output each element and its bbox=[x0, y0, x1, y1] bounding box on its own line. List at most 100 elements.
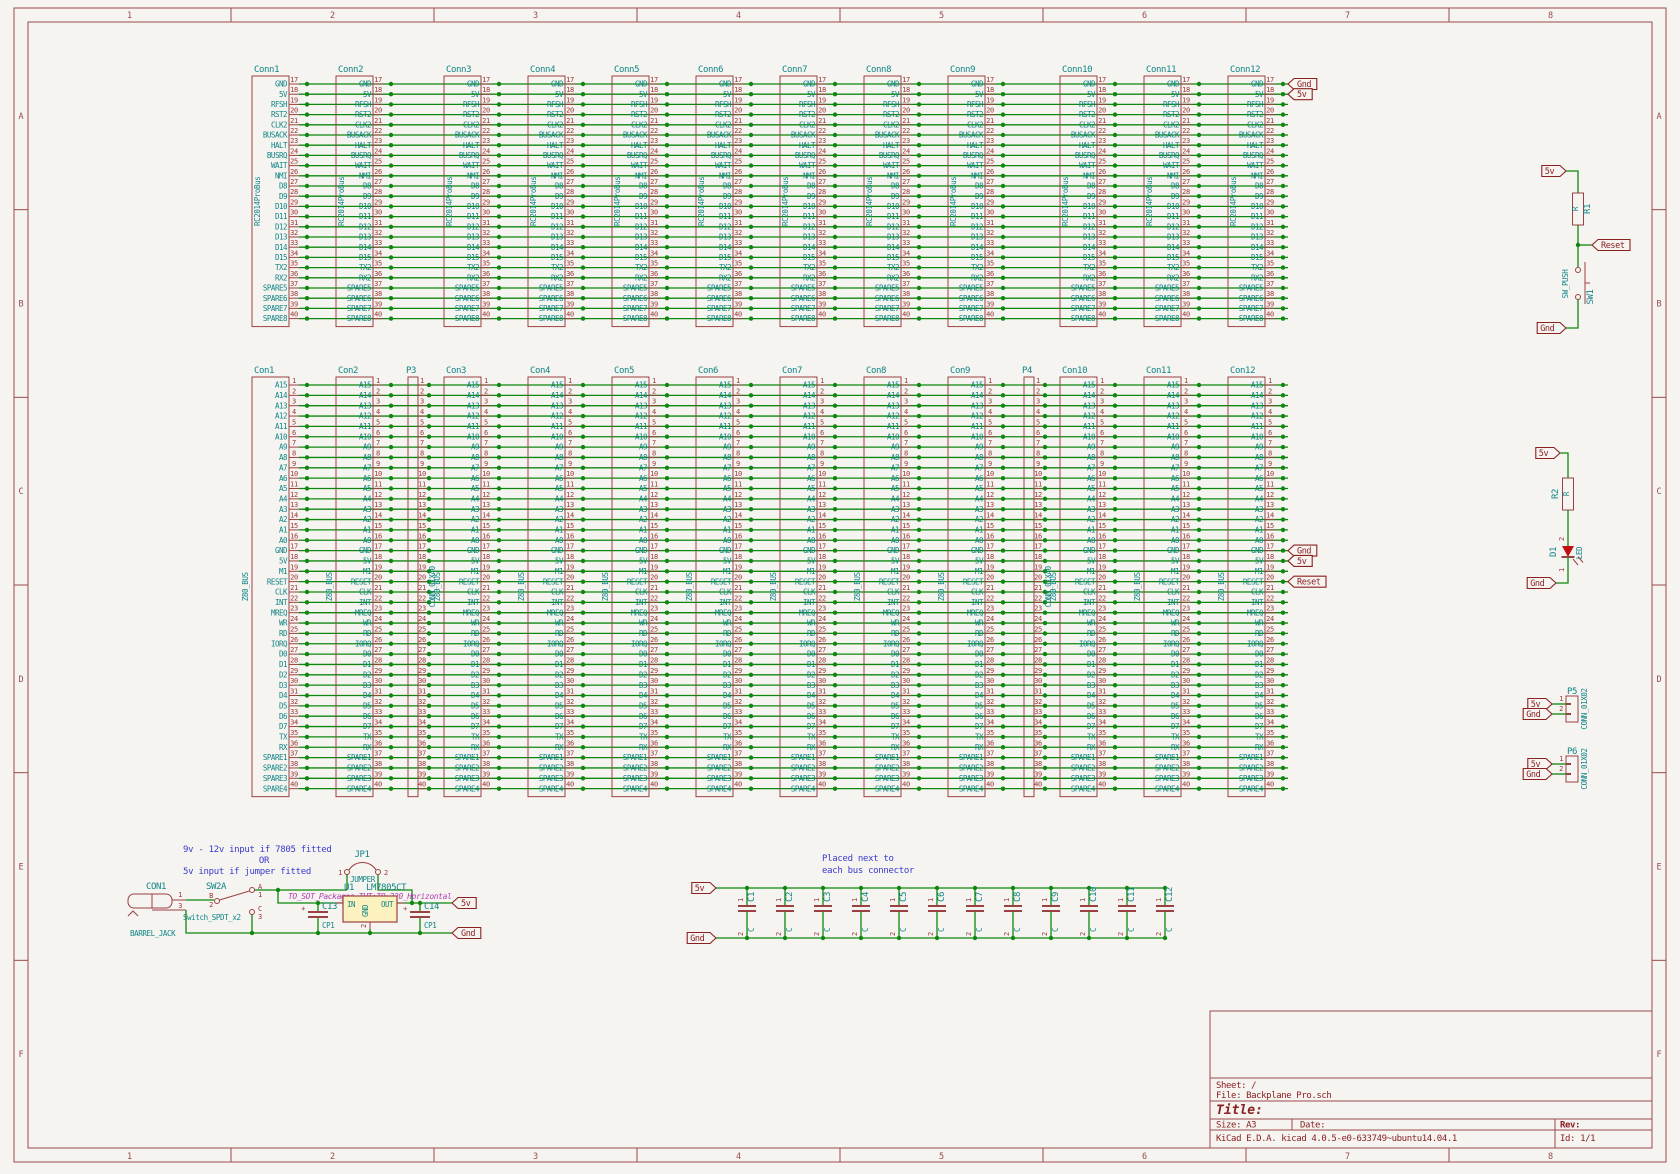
pin-number: 6 bbox=[988, 429, 992, 437]
junction-dot bbox=[1112, 776, 1118, 781]
pin-number: 33 bbox=[1098, 708, 1106, 716]
pin-number: 32 bbox=[734, 698, 742, 706]
pin-number: 32 bbox=[482, 698, 490, 706]
pin-number: 3 bbox=[904, 398, 908, 406]
pin-name: SPARE1 bbox=[959, 753, 983, 762]
pin-name: D7 bbox=[471, 722, 479, 731]
pin-number: 11 bbox=[290, 481, 298, 489]
pin-name: D12 bbox=[719, 222, 731, 231]
pin-name: RX2 bbox=[1083, 273, 1095, 282]
pin-number: 14 bbox=[986, 512, 994, 520]
pin-name: NMI bbox=[275, 171, 287, 180]
pin-name: D15 bbox=[719, 253, 731, 262]
pin-number: 33 bbox=[1266, 708, 1274, 716]
connector-ref: Conn11 bbox=[1146, 65, 1176, 75]
pin-number: 35 bbox=[1034, 729, 1042, 737]
pin-name: A11 bbox=[1083, 422, 1095, 431]
polarity-mark: + bbox=[403, 905, 407, 913]
junction-dot bbox=[496, 382, 502, 388]
connector-ref: Con10 bbox=[1062, 366, 1087, 376]
junction-dot bbox=[916, 682, 922, 688]
junction-dot bbox=[916, 610, 922, 615]
junction-dot bbox=[748, 153, 754, 158]
connector-value: RC2014ProBus bbox=[697, 177, 706, 226]
pin-number: 21 bbox=[290, 117, 298, 125]
connector-conn7 bbox=[779, 75, 818, 328]
pin-name: D14 bbox=[275, 243, 288, 252]
pin-name: D11 bbox=[551, 212, 563, 221]
pin-name: A5 bbox=[723, 484, 731, 493]
pin-name: BUSRQ bbox=[879, 151, 900, 160]
pin-number: 39 bbox=[818, 300, 826, 308]
junction-dot bbox=[1000, 403, 1006, 408]
pin-name: TX2 bbox=[467, 263, 479, 272]
pin-number: 10 bbox=[1182, 470, 1190, 478]
junction-dot bbox=[916, 538, 922, 543]
pin-number: 4 bbox=[420, 408, 424, 416]
pin-number: 40 bbox=[650, 781, 658, 789]
pin-name: A13 bbox=[887, 401, 899, 410]
junction-dot bbox=[388, 734, 394, 740]
junction-dot bbox=[388, 393, 394, 398]
pin-name: MREQ bbox=[1079, 608, 1096, 617]
pin-number: 27 bbox=[290, 646, 298, 654]
junction-dot bbox=[580, 527, 586, 533]
junction-dot bbox=[388, 403, 394, 408]
pin-number: 40 bbox=[902, 781, 910, 789]
junction-dot bbox=[1000, 776, 1006, 781]
junction-dot bbox=[664, 122, 670, 128]
junction-dot bbox=[1196, 265, 1202, 270]
pin-number: 22 bbox=[650, 127, 658, 135]
junction-dot bbox=[1112, 316, 1118, 321]
junction-dot bbox=[832, 255, 838, 260]
capacitor-ref: C1 bbox=[747, 892, 757, 902]
jumper-pin bbox=[375, 869, 381, 875]
pin-number: 39 bbox=[818, 770, 826, 778]
junction-dot bbox=[426, 734, 432, 740]
pin-number: 33 bbox=[290, 708, 298, 716]
pin-name: SPARE7 bbox=[791, 304, 815, 313]
junction-dot bbox=[1042, 579, 1048, 584]
pin-number: 15 bbox=[650, 522, 658, 530]
junction-dot bbox=[748, 403, 754, 408]
junction-dot bbox=[748, 682, 754, 688]
pin-number: 20 bbox=[1034, 574, 1042, 582]
junction-dot bbox=[1000, 306, 1006, 311]
top-bus-rc2014probus: Conn1RC2014ProBus17GND185V19RFSH20RST221… bbox=[251, 65, 1318, 328]
junction-dot bbox=[580, 413, 586, 419]
pin-name: D1 bbox=[363, 660, 371, 669]
pin-number: 29 bbox=[1266, 198, 1274, 206]
pin-name: D1 bbox=[1255, 660, 1263, 669]
pin-name: A11 bbox=[887, 422, 899, 431]
pin-number: 14 bbox=[418, 512, 426, 520]
junction-dot bbox=[496, 81, 502, 87]
pin-number: 6 bbox=[484, 429, 488, 437]
junction-dot bbox=[580, 631, 586, 636]
pin-number: 21 bbox=[734, 117, 742, 125]
pin-number: 25 bbox=[734, 625, 742, 633]
pin-number: 18 bbox=[374, 86, 382, 94]
junction-dot bbox=[916, 558, 922, 564]
pin-number: 39 bbox=[566, 770, 574, 778]
pin-number: 1 bbox=[1184, 377, 1188, 385]
pin-name: A12 bbox=[1251, 412, 1263, 421]
pin-name: D8 bbox=[1171, 182, 1180, 191]
junction-dot bbox=[1000, 81, 1006, 87]
global-label-text: Gnd bbox=[461, 929, 475, 939]
pin-number: 25 bbox=[1266, 625, 1274, 633]
pin-number: 6 bbox=[1268, 429, 1272, 437]
pin-name: D14 bbox=[551, 243, 564, 252]
pin-number: 4 bbox=[1184, 408, 1188, 416]
junction-dot bbox=[664, 714, 670, 719]
junction-dot bbox=[1000, 393, 1006, 398]
pin-name: D5 bbox=[723, 701, 731, 710]
pin-name: A6 bbox=[1255, 474, 1264, 483]
junction-dot bbox=[744, 885, 750, 891]
pin-number: 16 bbox=[818, 532, 826, 540]
pin-name: D10 bbox=[803, 202, 816, 211]
pin-number: 7 bbox=[1268, 439, 1272, 447]
junction-dot bbox=[1196, 496, 1202, 502]
junction-dot bbox=[304, 589, 310, 595]
junction-dot bbox=[1042, 672, 1048, 677]
connector-conn4 bbox=[527, 75, 566, 328]
